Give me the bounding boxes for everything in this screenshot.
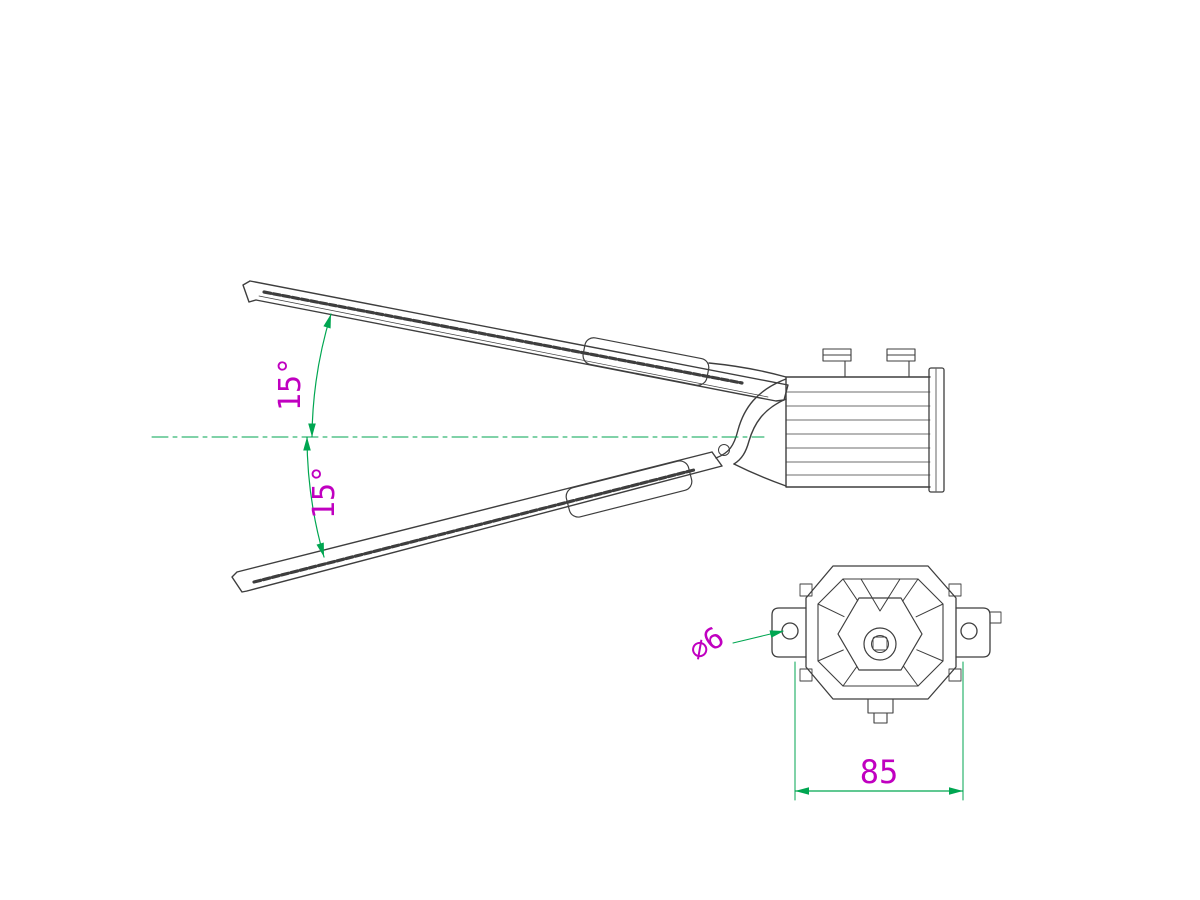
flange-corner-tabs bbox=[799, 583, 962, 682]
width-arrow-right bbox=[949, 787, 963, 795]
upper-arm-outline bbox=[242, 280, 789, 402]
pivot-hinge bbox=[718, 444, 730, 456]
neck-outer-curve bbox=[715, 378, 787, 459]
center-boss bbox=[837, 597, 923, 671]
bottom-tab bbox=[867, 698, 894, 724]
boss-inner-circle bbox=[871, 635, 889, 653]
boss-hexagon bbox=[837, 597, 923, 671]
hole-leader-arrow bbox=[769, 630, 784, 638]
upper-arm bbox=[242, 280, 789, 402]
clamp-end-plate bbox=[928, 367, 945, 493]
boss-outer-circle bbox=[863, 627, 897, 661]
right-side-tab bbox=[989, 611, 1002, 624]
upper-angle-label: 15° bbox=[273, 357, 308, 411]
dimension-arrows bbox=[303, 314, 963, 795]
mount-width-label: 85 bbox=[860, 753, 899, 791]
lower-arc-arrow-bottom bbox=[316, 542, 324, 557]
clamp-ridge-lines bbox=[785, 391, 931, 476]
upper-arm-bracket bbox=[582, 337, 710, 386]
pole-clamp bbox=[785, 348, 945, 493]
upper-arm-panel-stripe bbox=[262, 290, 744, 385]
side-view bbox=[231, 280, 945, 593]
pivot-neck bbox=[708, 362, 787, 487]
flange-outer-octagon bbox=[805, 565, 957, 700]
lower-arm-panel-stripe bbox=[252, 468, 696, 584]
right-ear-hole bbox=[960, 622, 978, 640]
width-arrow-left bbox=[795, 787, 809, 795]
width-extension-lines bbox=[794, 661, 964, 801]
flange-ribs bbox=[817, 578, 944, 687]
lower-arm-bracket bbox=[565, 460, 693, 518]
upper-arm-edge-line bbox=[258, 295, 769, 398]
flange-right-ear bbox=[955, 607, 991, 658]
lower-arm bbox=[231, 451, 723, 593]
neck-inner-curve bbox=[733, 398, 787, 465]
lower-arm-outline bbox=[231, 451, 723, 593]
clamp-bolts bbox=[822, 348, 916, 378]
lower-arc-arrow-top bbox=[303, 437, 311, 451]
upper-arc-arrow-top bbox=[323, 314, 331, 329]
upper-arc-arrow-bottom bbox=[308, 423, 316, 437]
neck-top-link bbox=[708, 362, 787, 378]
boss-bolt bbox=[872, 636, 888, 651]
lower-angle-label: 15° bbox=[307, 465, 342, 519]
neck-bottom-link bbox=[733, 463, 787, 487]
